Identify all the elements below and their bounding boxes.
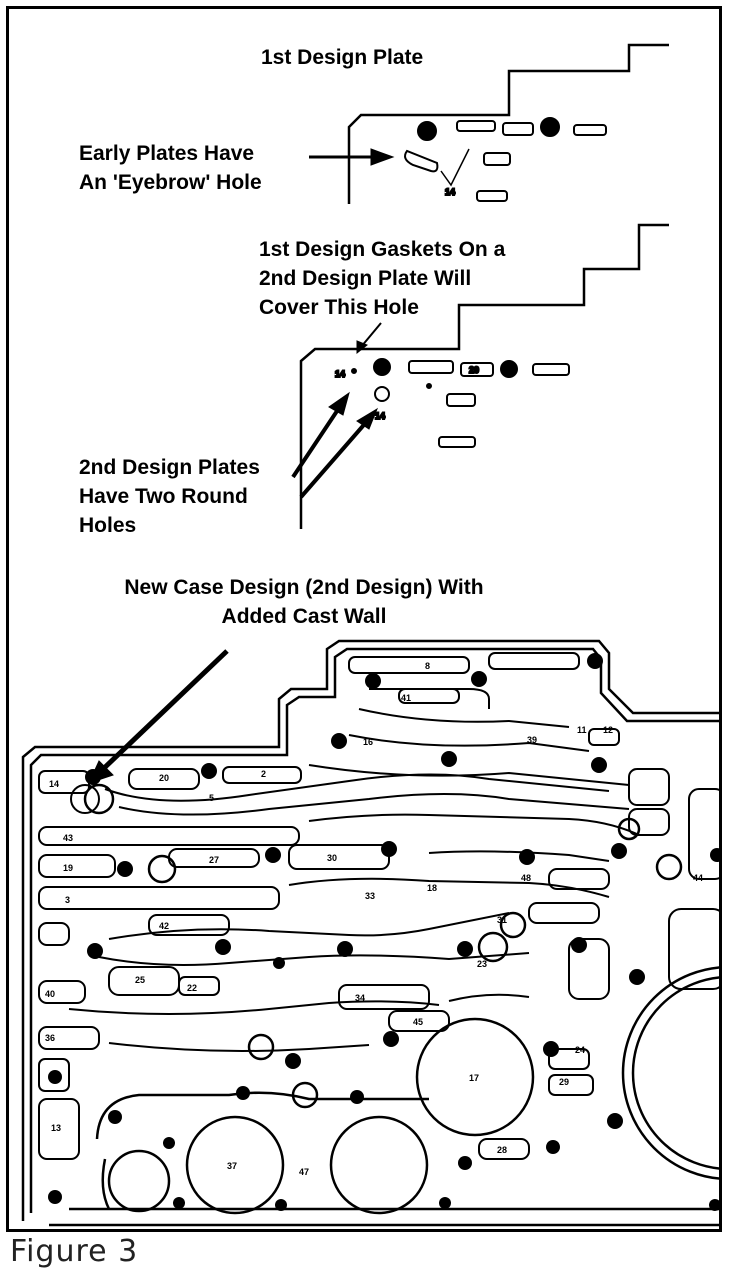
p2-left-num: 14 [335,369,345,379]
cast-wall-highlight [70,784,100,814]
case-label: 33 [365,891,375,901]
case-label: 41 [401,693,411,703]
case-label: 37 [227,1161,237,1171]
case-bores [83,783,719,1215]
case-label: 34 [355,993,365,1003]
case-label: 44 [693,873,703,883]
case-arrow [88,649,229,784]
plate1-outline [347,43,669,204]
case-label: 17 [469,1073,479,1083]
plate2-arrows [291,322,382,499]
case-label: 48 [521,873,531,883]
p1-eyebrow-num: 14 [445,187,455,197]
plate1-title: 1st Design Plate [261,46,424,69]
figure-frame: 14 14 14 20 [6,6,722,1232]
case-label: 24 [575,1045,585,1055]
p2-slot-20: 20 [469,365,479,375]
callout-round-holes: 2nd Design Plates Have Two Round Holes [79,456,260,537]
case-label: 23 [477,959,487,969]
bolt-holes [48,653,719,1211]
case-label: 16 [363,737,373,747]
case-label: 36 [45,1033,55,1043]
case-outline [21,639,719,1227]
eyebrow-hole [404,149,439,173]
callout-case-design: New Case Design (2nd Design) With Added … [124,576,484,628]
case-label: 13 [51,1123,61,1133]
case-label: 43 [63,833,73,843]
case-label: 22 [187,983,197,993]
case-label: 11 [577,725,587,735]
case-label: 25 [135,975,145,985]
callout-gasket: 1st Design Gaskets On a 2nd Design Plate… [259,238,506,319]
case-label: 45 [413,1017,423,1027]
case-label: 28 [497,1145,507,1155]
case-label: 47 [299,1167,309,1177]
case-label: 31 [497,915,507,925]
case-label: 30 [327,853,337,863]
case-label: 5 [209,793,214,803]
plate1-features: 14 [404,117,607,202]
case-label: 2 [261,769,266,779]
case-label: 27 [209,855,219,865]
case-label: 18 [427,883,437,893]
case-passages [38,652,719,1160]
case-number-labels: 14 20 2 5 43 19 27 30 3 42 33 18 22 31 2… [45,661,703,1177]
valve-body-drawing: 14 14 14 20 [21,43,719,1227]
figure-caption: Figure 3 [10,1234,139,1269]
case-label: 40 [45,989,55,999]
case-label: 14 [49,779,59,789]
case-label: 20 [159,773,169,783]
p2-round-num: 14 [375,411,385,421]
case-label: 19 [63,863,73,873]
case-label: 29 [559,1077,569,1087]
case-label: 39 [527,735,537,745]
case-label: 3 [65,895,70,905]
plate2-features: 14 14 20 [334,358,570,448]
case-label: 42 [159,921,169,931]
case-label: 12 [603,725,613,735]
case-label: 8 [425,661,430,671]
callout-eyebrow: Early Plates Have An 'Eyebrow' Hole [79,142,262,194]
plate2-outline [299,223,669,529]
eyebrow-arrow [309,148,395,166]
